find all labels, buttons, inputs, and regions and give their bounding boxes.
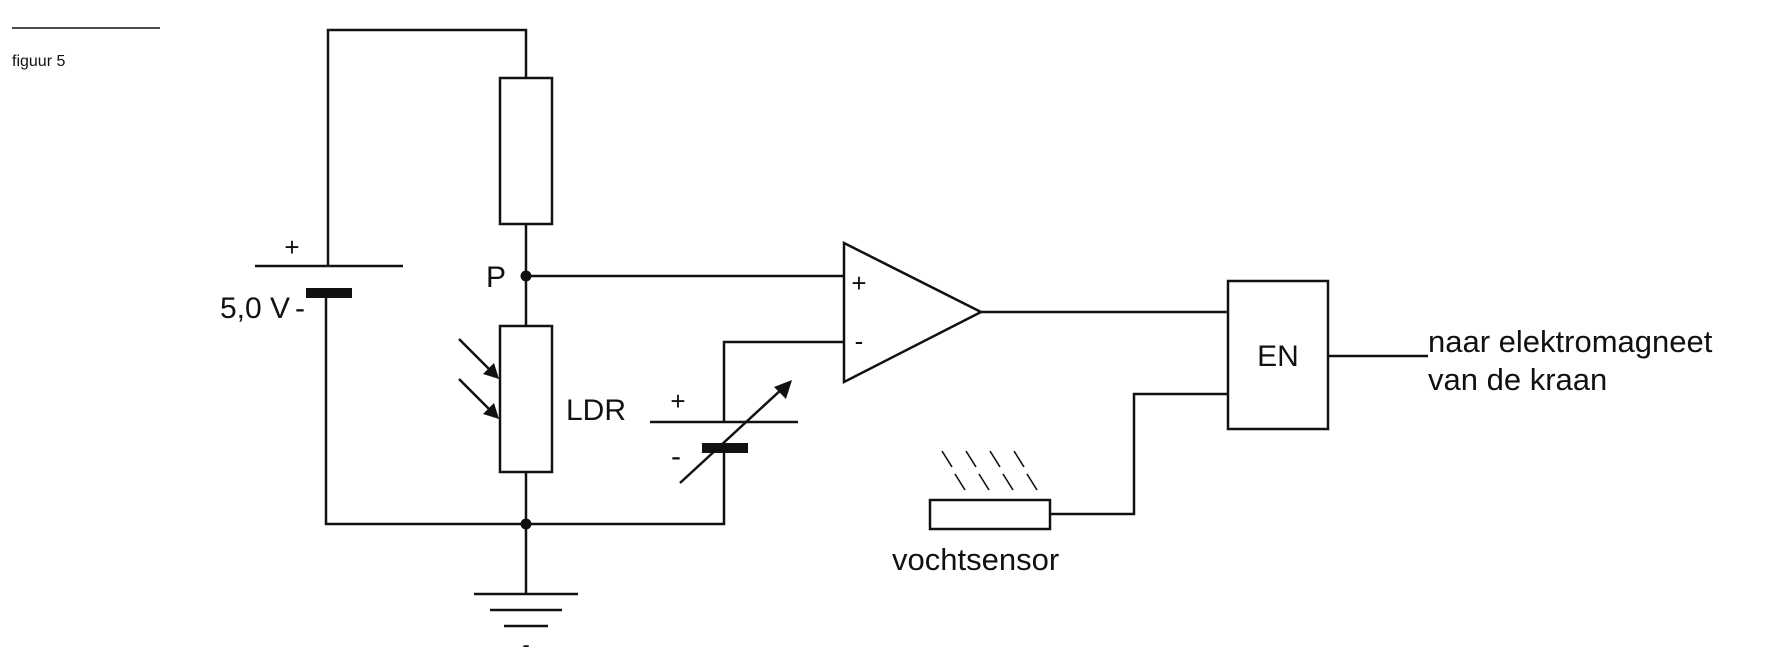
battery-minus-label: -: [295, 292, 305, 325]
ground-minus-label: -: [522, 632, 529, 657]
source-plus-label: +: [670, 386, 685, 416]
ldr-body: [498, 324, 554, 474]
wire-ground-to-source: [526, 450, 726, 526]
wire-sensor-to-gate: [1050, 392, 1228, 516]
battery: + 5,0 V -: [220, 28, 528, 526]
comparator: + -: [842, 240, 984, 385]
moisture-sensor: vochtsensor: [892, 450, 1059, 577]
wire-source-to-comparator-minus: [722, 340, 844, 422]
battery-voltage-label: 5,0 V: [220, 292, 290, 325]
comparator-plus-label: +: [851, 268, 866, 298]
source-short-plate: [702, 443, 748, 453]
battery-plus-label: +: [284, 232, 299, 262]
output-label-line2: van de kraan: [1428, 362, 1607, 397]
source-minus-label: -: [671, 440, 681, 473]
and-gate: EN: [1226, 279, 1330, 431]
comparator-triangle: [842, 240, 984, 385]
ldr-label: LDR: [566, 394, 626, 427]
wire-battery-bottom: [324, 298, 524, 526]
ground-symbol: -: [474, 524, 578, 657]
wire-battery-top: [326, 28, 528, 266]
battery-short-plate: [306, 288, 352, 298]
adjust-arrow-icon: [679, 380, 792, 484]
moisture-sensor-label: vochtsensor: [892, 542, 1059, 577]
light-arrow-icon: [458, 338, 499, 379]
output-label-line1: naar elektromagneet: [1428, 324, 1713, 359]
rain-drops-icon: [941, 450, 1038, 491]
and-gate-label: EN: [1257, 340, 1299, 373]
resistor: [498, 76, 554, 226]
light-arrow-icon: [458, 378, 499, 419]
ldr: LDR: [458, 324, 626, 474]
node-p-label: P: [486, 261, 506, 294]
resistor-body: [498, 76, 554, 226]
figure-caption: figuur 5: [12, 53, 65, 70]
variable-voltage-source: + -: [650, 340, 844, 484]
comparator-minus-label: -: [855, 326, 864, 356]
moisture-sensor-body: [928, 498, 1052, 531]
